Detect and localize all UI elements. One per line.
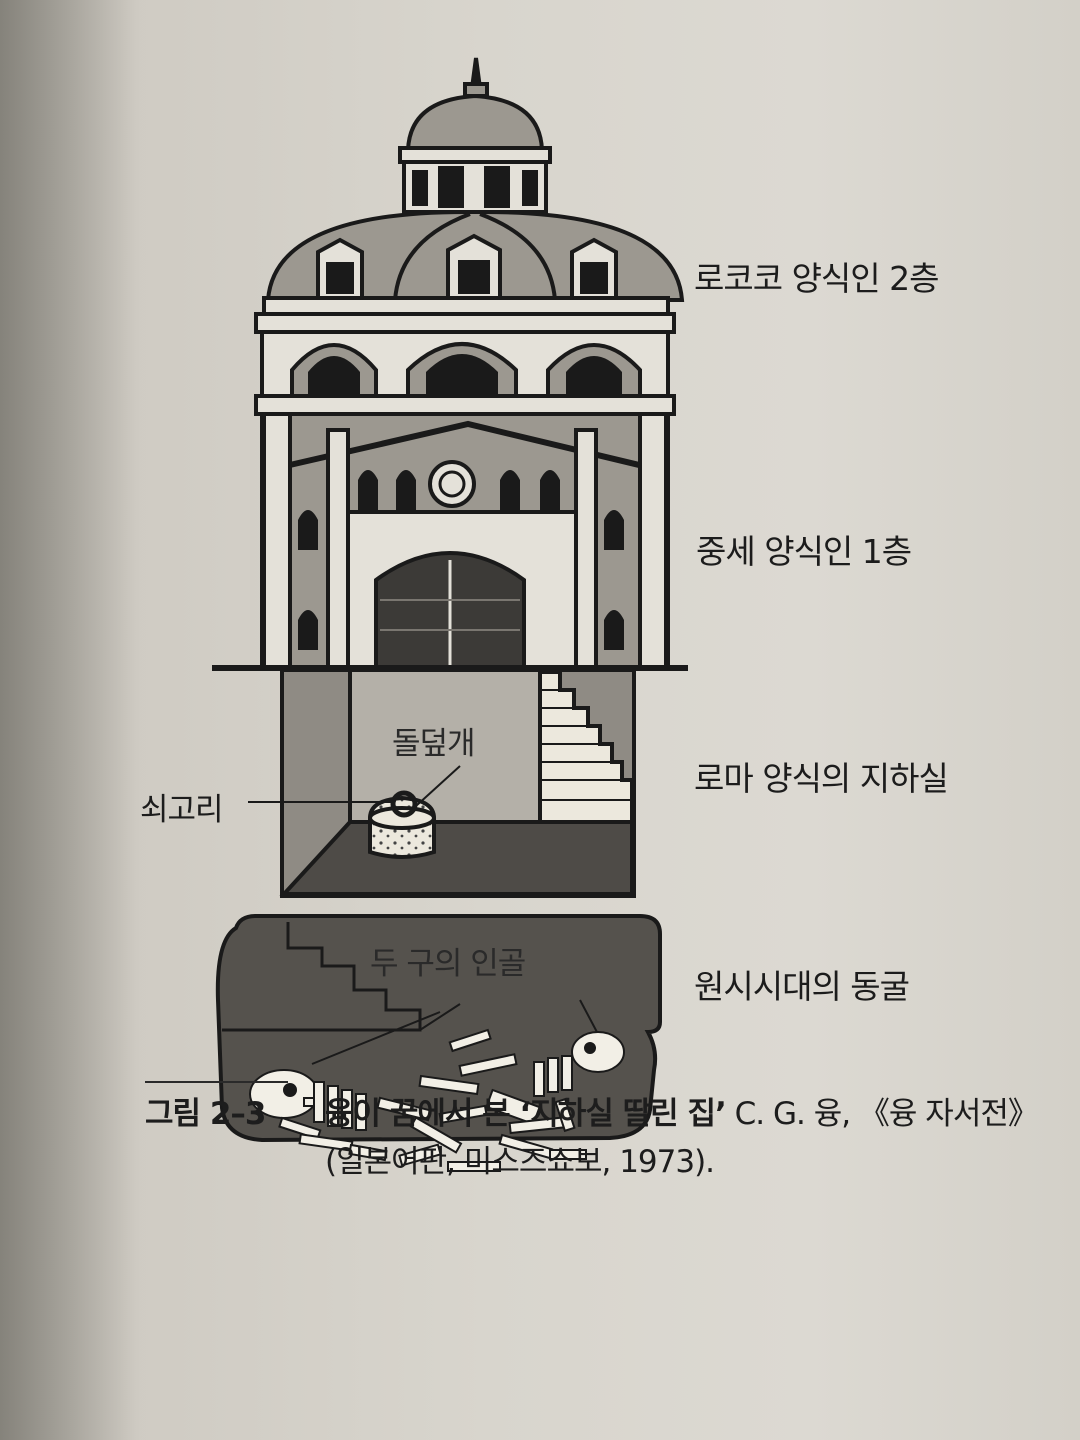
page-shadow <box>0 0 140 1440</box>
rococo-second-floor <box>254 57 685 418</box>
label-primitive-cave: 원시시대의 동굴 <box>694 967 910 1006</box>
caption-credit: C. G. 융, 《융 자서전》(일본어판, 미스즈쇼보, 1973). <box>325 1096 1023 1180</box>
figure-number: 그림 2–3 <box>145 1096 266 1132</box>
caption-title: 융이 꿈에서 본 ‘지하실 딸린 집’ <box>325 1096 727 1132</box>
label-stone-lid: 돌덮개 <box>392 726 476 762</box>
caption-text: 융이 꿈에서 본 ‘지하실 딸린 집’ C. G. 융, 《융 자서전》(일본어… <box>325 1090 1025 1186</box>
label-rococo-second-floor: 로코코 양식인 2층 <box>694 259 939 298</box>
caption-rule <box>145 1081 288 1083</box>
label-medieval-first-floor: 중세 양식인 1층 <box>696 532 912 571</box>
medieval-first-floor <box>212 412 688 671</box>
label-iron-ring: 쇠고리 <box>140 792 224 828</box>
roman-basement <box>248 668 636 898</box>
label-roman-basement: 로마 양식의 지하실 <box>694 759 949 798</box>
label-two-skeletons: 두 구의 인골 <box>370 946 526 982</box>
skeleton-right <box>418 1028 625 1160</box>
